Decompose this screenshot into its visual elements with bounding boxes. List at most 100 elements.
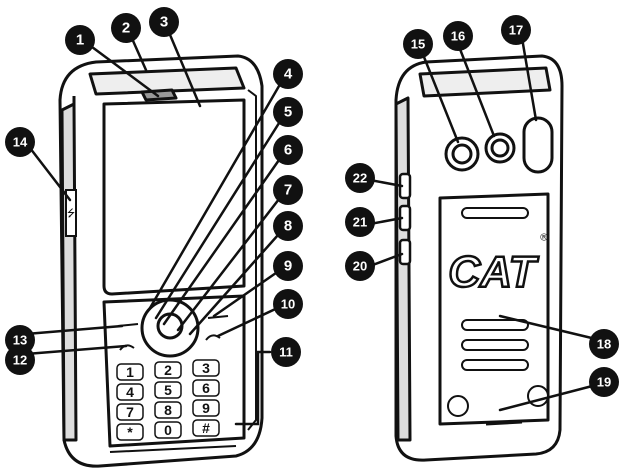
keypad-key-shape <box>192 379 220 397</box>
keypad-key[interactable]: 5 <box>154 381 182 399</box>
keypad-key-shape <box>116 363 144 381</box>
callout-label: 8 <box>284 218 292 235</box>
back-top-edge <box>418 66 552 98</box>
leader-7 <box>176 188 288 332</box>
callout-19: 19 <box>589 367 619 397</box>
callout-label: 17 <box>509 23 523 38</box>
cover-screw-left[interactable] <box>447 395 469 417</box>
keypad-key-label: 8 <box>164 402 172 418</box>
battery-cover-slot-3 <box>461 359 529 371</box>
keypad-key-label: 1 <box>126 364 134 380</box>
leader-15 <box>420 50 460 144</box>
callout-circle <box>589 329 619 359</box>
keypad-key[interactable]: 4 <box>116 383 144 401</box>
leader-20 <box>368 252 404 268</box>
callout-4: 4 <box>273 59 303 89</box>
callout-21: 21 <box>345 207 375 237</box>
keypad-key-shape <box>116 403 144 421</box>
usb-port-cover[interactable] <box>65 189 77 237</box>
callout-15: 15 <box>403 29 433 59</box>
lanyard-slot <box>485 420 523 426</box>
right-soft-key[interactable] <box>207 315 229 319</box>
keypad-key-shape <box>154 361 182 379</box>
keypad-key[interactable]: 8 <box>154 401 182 419</box>
keypad-key[interactable]: 2 <box>154 361 182 379</box>
callout-22: 22 <box>345 163 375 193</box>
callout-label: 16 <box>451 29 465 44</box>
callout-circle <box>111 13 141 43</box>
end-call-key[interactable] <box>205 334 221 341</box>
keypad-key-shape <box>154 381 182 399</box>
callout-18: 18 <box>589 329 619 359</box>
callout-16: 16 <box>443 21 473 51</box>
usb-icon: ⭍ <box>67 208 75 220</box>
usb-port[interactable]: ⭍ <box>65 189 77 237</box>
callout-label: 10 <box>281 297 295 312</box>
leader-12 <box>24 344 128 356</box>
callout-label: 18 <box>597 337 611 352</box>
callout-label: 1 <box>76 32 84 49</box>
callout-20: 20 <box>345 251 375 281</box>
leader-3 <box>166 28 202 108</box>
callout-5: 5 <box>273 97 303 127</box>
battery-cover-slot-top <box>461 207 529 219</box>
keypad-key-shape <box>116 423 144 441</box>
keypad-key[interactable]: 0 <box>154 421 182 439</box>
callout-6: 6 <box>273 135 303 165</box>
callout-2: 2 <box>111 13 141 43</box>
callout-circle <box>273 251 303 281</box>
callout-circle <box>5 325 35 355</box>
callout-circle <box>273 59 303 89</box>
callout-circle <box>149 7 179 37</box>
callout-1: 1 <box>65 25 95 55</box>
leader-lines <box>24 28 602 426</box>
front-screen <box>102 98 246 296</box>
earpiece <box>140 88 178 102</box>
leader-9 <box>212 264 288 318</box>
leader-4 <box>148 72 288 310</box>
callout-label: 3 <box>160 14 168 31</box>
callout-circle <box>443 21 473 51</box>
keypad-key[interactable]: 9 <box>192 399 220 417</box>
front-left-side-panel <box>60 102 78 442</box>
leader-11 <box>234 350 272 426</box>
keypad-key[interactable]: # <box>192 419 220 437</box>
callout-label: 5 <box>284 104 292 121</box>
callout-circle <box>273 97 303 127</box>
callout-label: 19 <box>597 375 611 390</box>
leader-8 <box>188 224 288 336</box>
keypad-key-shape <box>192 359 220 377</box>
leader-1 <box>86 42 160 98</box>
keypad-key-label: 9 <box>202 400 210 416</box>
callout-label: 2 <box>122 20 130 37</box>
callout-17: 17 <box>501 15 531 45</box>
callout-9: 9 <box>273 251 303 281</box>
callout-circle <box>589 367 619 397</box>
leader-16 <box>456 42 496 138</box>
flash-inner <box>490 138 510 158</box>
keypad-key-label: 7 <box>126 404 134 420</box>
side-buttons <box>398 172 412 266</box>
keypad-key-label: # <box>202 420 210 436</box>
side-button-bottom[interactable] <box>398 238 412 266</box>
keypad-key-label: 2 <box>164 362 172 378</box>
callout-10: 10 <box>273 289 303 319</box>
keypad-key-label: 4 <box>126 384 134 400</box>
keypad-key-label: * <box>127 424 133 440</box>
callout-14: 14 <box>5 127 35 157</box>
keypad-key-shape <box>154 401 182 419</box>
callout-label: 21 <box>353 215 367 230</box>
callout-circle <box>65 25 95 55</box>
callout-circle <box>403 29 433 59</box>
callout-13: 13 <box>5 325 35 355</box>
keypad-key[interactable]: 3 <box>192 359 220 377</box>
leader-14 <box>28 146 72 202</box>
keypad-key[interactable]: * <box>116 423 144 441</box>
keypad-key[interactable]: 6 <box>192 379 220 397</box>
keypad-key[interactable]: 7 <box>116 403 144 421</box>
callout-circle <box>273 211 303 241</box>
keypad-key[interactable]: 1 <box>116 363 144 381</box>
callout-label: 15 <box>411 37 425 52</box>
leader-19 <box>498 382 602 412</box>
